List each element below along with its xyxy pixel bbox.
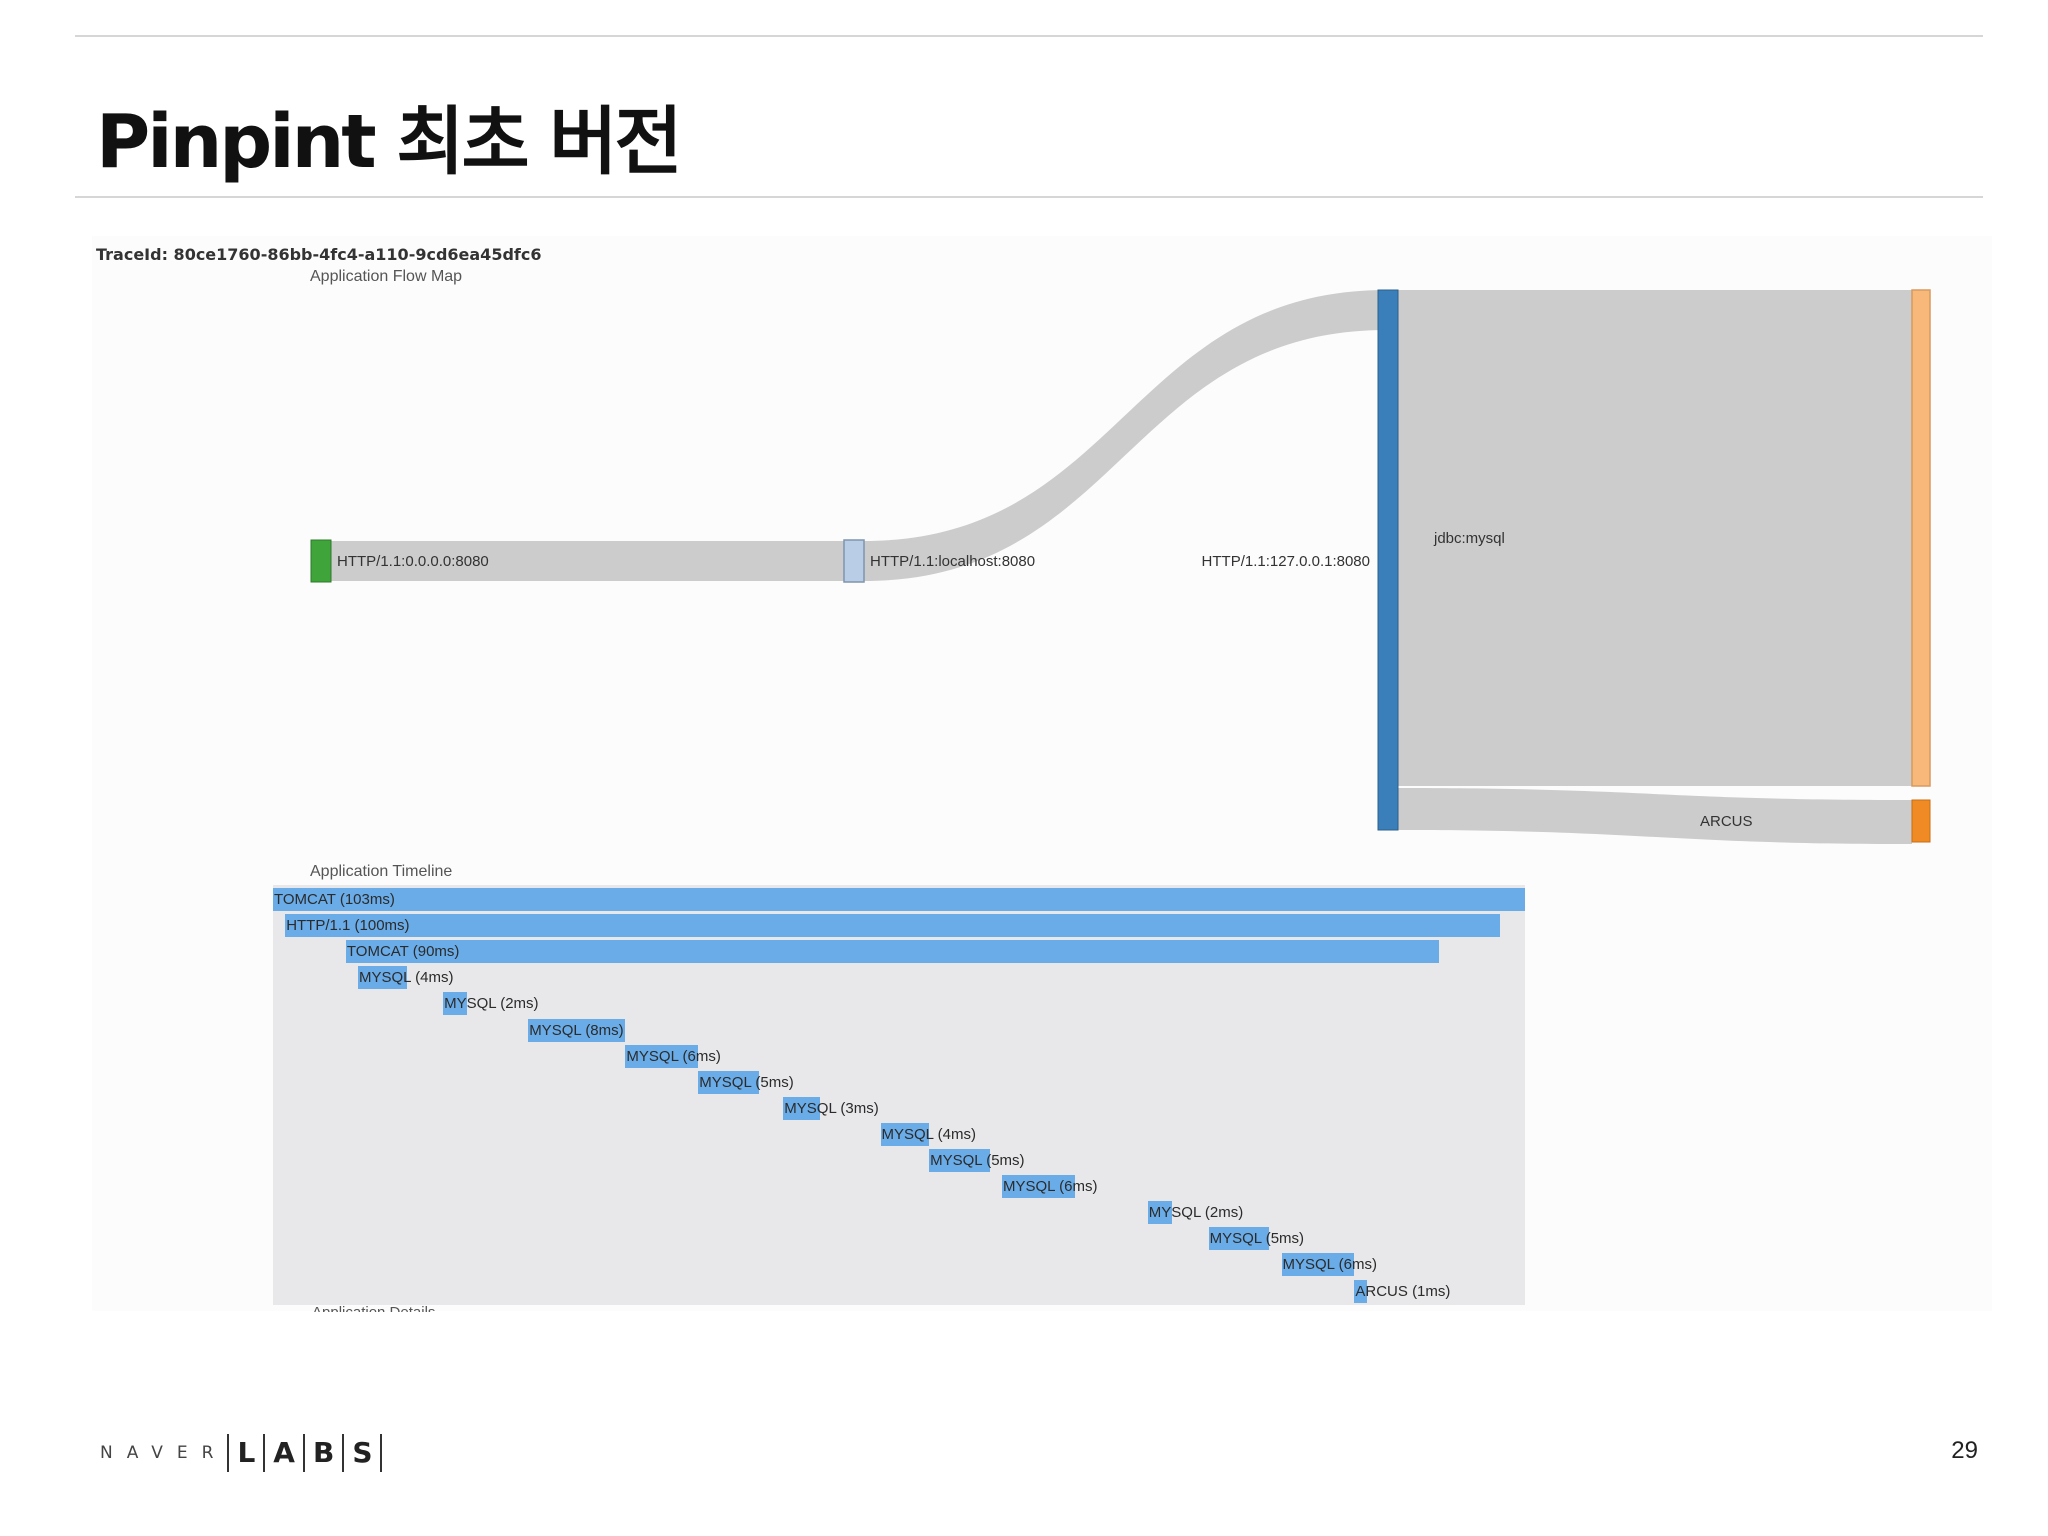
timeline-bar [880, 1122, 930, 1146]
timeline-bar [698, 1070, 760, 1094]
page-number: 29 [1951, 1437, 1978, 1464]
timeline-label: MYSQL (4ms) [881, 1125, 976, 1143]
timeline-bar [358, 966, 407, 990]
timeline-bar [345, 940, 1440, 964]
timeline-bar [285, 914, 1501, 938]
timeline-label: HTTP/1.1 (100ms) [286, 917, 410, 935]
timeline-label: TOMCAT (90ms) [346, 943, 460, 961]
timeline-bar [625, 1044, 699, 1068]
flow-node-n4[interactable] [1911, 289, 1931, 787]
top-rule [75, 35, 1983, 37]
timeline-row[interactable]: MYSQL (2ms) [1147, 1201, 1244, 1225]
timeline-title: Application Timeline [310, 863, 453, 880]
flow-node-n3[interactable] [1377, 289, 1399, 831]
timeline-label: MYSQL (6ms) [626, 1047, 721, 1065]
timeline-row[interactable]: MYSQL (4ms) [880, 1122, 976, 1146]
title-rule [75, 196, 1983, 198]
timeline-bar [443, 992, 468, 1016]
timeline-row[interactable]: MYSQL (5ms) [929, 1149, 1025, 1172]
timeline-label: MYSQL (5ms) [930, 1152, 1025, 1169]
timeline-row[interactable]: MYSQL (2ms) [443, 992, 539, 1016]
timeline-bar [783, 1096, 820, 1120]
timeline-label: MYSQL (2ms) [1148, 1204, 1244, 1222]
timeline-row[interactable]: TOMCAT (90ms) [345, 940, 1440, 964]
flow-node-label-n3: HTTP/1.1:127.0.0.1:8080 [1202, 553, 1370, 570]
timeline-label: MYSQL (5ms) [1209, 1230, 1305, 1248]
timeline-label: MYSQL (6ms) [1282, 1256, 1377, 1274]
timeline-label: MYSQL (4ms) [359, 969, 454, 987]
flow-node-label-n4: jdbc:mysql [1433, 530, 1505, 547]
timeline-bar [1281, 1253, 1355, 1277]
timeline-label: MYSQL (3ms) [784, 1099, 879, 1117]
timeline-label: MYSQL (6ms) [1003, 1178, 1098, 1196]
timeline-label: ARCUS (1ms) [1355, 1282, 1451, 1300]
flow-node-n1[interactable] [310, 539, 332, 583]
details-title: Application Details [312, 1302, 435, 1312]
timeline-row[interactable]: MYSQL (5ms) [698, 1070, 794, 1094]
flow-map-title: Application Flow Map [310, 268, 463, 285]
labs-letter-b: B [302, 1434, 342, 1472]
timeline-bar [1002, 1175, 1075, 1199]
timeline-row[interactable]: ARCUS (1ms) [1354, 1279, 1451, 1303]
timeline-label: MYSQL (8ms) [529, 1021, 624, 1039]
timeline-row[interactable]: TOMCAT (103ms) [273, 888, 1525, 911]
application-flow-map: HTTP/1.1:0.0.0.0:8080 HTTP/1.1:localhost… [310, 289, 1931, 844]
timeline-label: MYSQL (5ms) [699, 1073, 794, 1091]
timeline-row[interactable]: MYSQL (6ms) [625, 1044, 721, 1068]
labs-letter-s: S [342, 1434, 383, 1472]
timeline-bar [528, 1018, 626, 1042]
timeline-label: MYSQL (2ms) [444, 995, 539, 1013]
timeline-label: TOMCAT (103ms) [274, 891, 395, 908]
flow-node-label-n2: HTTP/1.1:localhost:8080 [870, 553, 1035, 570]
timeline-bar [1208, 1227, 1270, 1251]
slide-title: Pinpint 최초 버전 [96, 99, 683, 185]
timeline-bar [1147, 1201, 1173, 1225]
timeline-row[interactable]: HTTP/1.1 (100ms) [285, 914, 1501, 938]
timeline-row[interactable]: MYSQL (5ms) [1208, 1227, 1305, 1251]
flow-node-n5[interactable] [1911, 799, 1931, 843]
flow-node-label-n1: HTTP/1.1:0.0.0.0:8080 [337, 553, 489, 570]
labs-letter-a: A [263, 1434, 303, 1472]
labs-letter-l: L [227, 1434, 263, 1472]
timeline-row[interactable]: MYSQL (4ms) [358, 966, 454, 990]
timeline-row[interactable]: MYSQL (8ms) [528, 1018, 626, 1042]
timeline-bar [929, 1149, 990, 1172]
timeline-bar [273, 888, 1525, 911]
timeline-row[interactable]: MYSQL (6ms) [1281, 1253, 1377, 1277]
trace-id: TraceId: 80ce1760-86bb-4fc4-a110-9cd6ea4… [96, 245, 542, 264]
application-timeline: TOMCAT (103ms) HTTP/1.1 (100ms) TOMCAT (90… [273, 885, 1525, 1305]
flow-link-n3-n4 [1398, 290, 1912, 786]
naver-wordmark: NAVER [100, 1443, 228, 1463]
flow-link-n2-n3 [864, 290, 1386, 581]
flow-link-n1-n2 [320, 541, 852, 581]
flow-node-label-n5: ARCUS [1700, 813, 1753, 830]
timeline-bar [1354, 1279, 1367, 1303]
timeline-row[interactable]: MYSQL (3ms) [783, 1096, 879, 1120]
timeline-row[interactable]: MYSQL (6ms) [1002, 1175, 1098, 1199]
flow-link-n3-n5 [1398, 788, 1912, 844]
flow-node-n2[interactable] [843, 539, 865, 583]
